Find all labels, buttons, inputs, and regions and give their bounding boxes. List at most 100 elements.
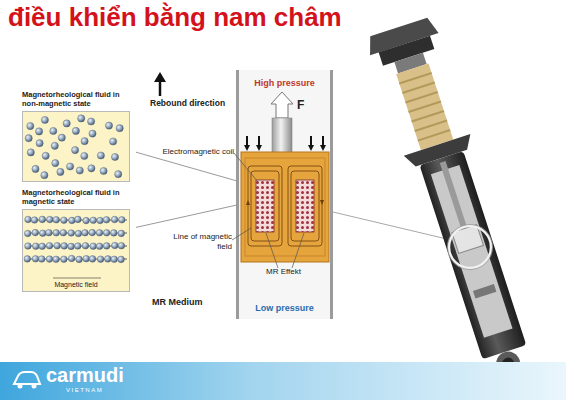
fluid-particle [76,167,83,174]
fluid-particle [118,230,125,237]
pointer-line [266,233,278,268]
fluid-particle [57,168,64,175]
fluid-particle [63,120,70,127]
fluid-particle [33,243,40,250]
fluid-particle [111,153,118,160]
fluid-particle [27,123,34,130]
cylinder-section: High pressureLow pressure [236,70,333,319]
piston-rod [272,118,292,154]
electromagnetic-coil [296,180,314,232]
panel-heading: Magnetorheological fluid in non-magnetic… [22,90,136,108]
fluid-particle [82,242,89,249]
arrow-shaft [159,80,162,96]
bellows-folds [399,73,450,141]
part-label: Line of magnetic field [168,232,232,251]
flow-arrow [246,136,248,146]
watermark: carmudi [46,364,124,387]
top-mount [394,53,426,74]
particle-field [23,112,129,181]
fluid-particle [97,256,104,263]
logo-icon [18,384,23,389]
fluid-particle [103,217,110,224]
fluid-particle [47,216,54,223]
fluid-particle [116,125,123,132]
damper-section [232,92,329,268]
fluid-particle [39,243,46,250]
fluid-particle [52,160,59,167]
field-line [53,278,101,279]
fluid-particle [119,217,126,224]
field-label: Magnetic field [23,281,129,288]
fluid-particle [115,171,122,178]
pressure-label: Low pressure [239,303,330,313]
title: điều khiển bằng nam châm [8,2,342,33]
piston-ring [245,158,325,256]
bottom-eye [501,356,516,371]
fluid-particle [24,256,31,263]
pressure-label: High pressure [239,78,330,88]
fluid-particle [69,217,76,224]
fluid-particle [61,217,68,224]
fluid-particle [118,242,125,249]
rebound-arrow [154,72,166,96]
flow-arrow [308,145,314,151]
bellows-fold [405,92,437,103]
fluid-particle [31,217,38,224]
fluid-particle [58,134,65,141]
piston [241,152,329,262]
fluid-particle [32,256,39,263]
fluid-particle [100,167,107,174]
zoom-circle [449,226,491,268]
zoom-leader [333,212,451,240]
force-label: F [297,98,304,112]
valve [473,284,496,298]
fluid-particle [61,256,68,263]
fluid-particle [89,256,96,263]
fluid-particle [75,230,82,237]
top-mount [379,36,435,66]
fluid-panel: Magnetorheological fluid in magnetic sta… [22,188,136,292]
fluid-particle [96,243,103,250]
fluid-box: Magnetic field [22,209,130,292]
fluid-particle [83,255,90,262]
bellows-fold [402,83,434,94]
fluid-particle [90,243,97,250]
leader-line [136,152,236,181]
fluid-particle [72,147,79,154]
leader-line [136,205,236,227]
fluid-particle [110,138,117,145]
flow-arrow [320,145,326,151]
fluid-particle [96,230,103,237]
fluid-particle [105,122,112,129]
logo-icon [32,384,37,389]
fluid-particle [81,138,88,145]
fluid-particle [39,230,46,237]
fluid-particle [75,243,82,250]
flow-arrows [244,136,326,151]
flow-arrow [256,145,262,151]
fluid-particle [60,229,67,236]
fluid-particle [90,217,97,224]
pointer-line [232,228,251,240]
fluid-panel: Magnetorheological fluid in non-magnetic… [22,90,136,182]
fluid-particle [89,130,96,137]
fluid-particle [25,243,32,250]
fluid-particle [72,127,79,134]
fluid-particle [46,229,53,236]
fluid-particle [103,230,110,237]
bellows-fold [415,121,447,132]
medium-label: MR Medium [152,297,203,307]
flow-arrow [244,145,250,151]
fluid-particle [68,243,75,250]
piston [452,225,484,254]
fluid-particle [61,243,68,250]
part-label: MR Effekt [266,267,301,276]
fluid-particle [32,165,39,172]
fluid-particle [46,256,53,263]
flow-arrow [322,136,324,146]
fluid-particle [118,256,125,263]
flow-arrow [310,136,312,146]
fluid-particle [67,163,74,170]
